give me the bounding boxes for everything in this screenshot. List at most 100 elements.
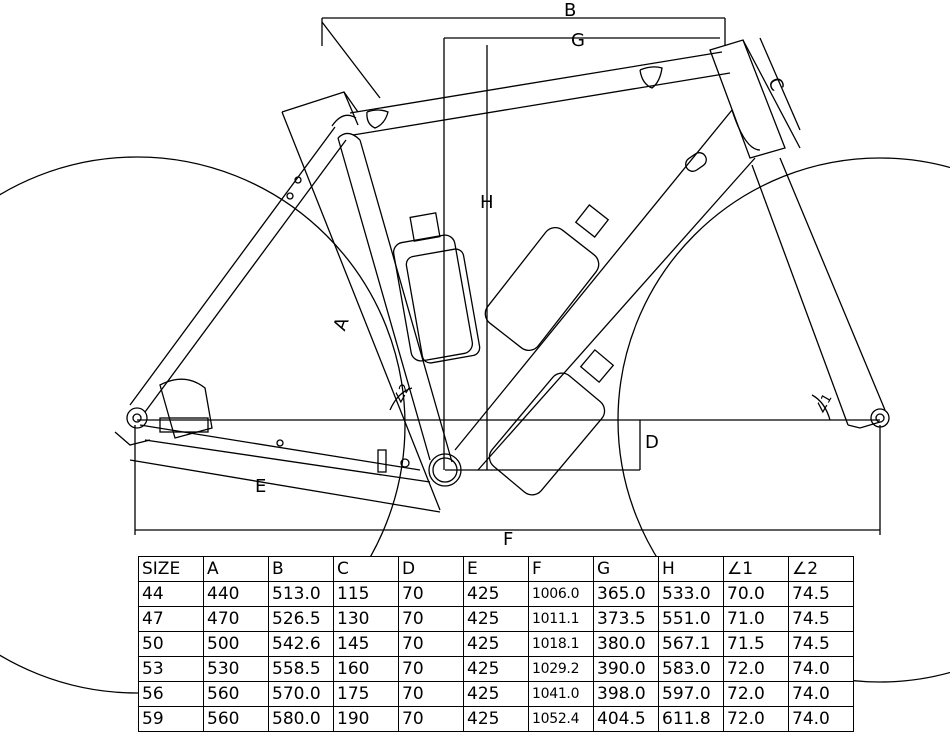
table-cell: 72.0 (723, 706, 789, 732)
table-cell: 71.5 (723, 631, 789, 657)
seat-tube (331, 114, 453, 463)
table-cell: 53 (138, 656, 204, 682)
table-cell: 560 (203, 681, 269, 707)
label-c: C (764, 75, 788, 94)
table-cell: 1029.2 (528, 656, 594, 682)
top-tube (349, 51, 731, 136)
label-f: F (503, 529, 513, 550)
label-b: B (564, 0, 576, 21)
table-cell: 1018.1 (528, 631, 594, 657)
header-cell: D (398, 556, 464, 582)
geometry-table: SIZE A B C D E F G H ∠1 ∠2 44 440 513.0 … (138, 556, 854, 732)
table-cell: 533.0 (658, 581, 724, 607)
table-cell: 365.0 (593, 581, 659, 607)
table-cell: 70 (398, 656, 464, 682)
table-cell: 74.0 (788, 681, 854, 707)
header-cell: ∠2 (788, 556, 854, 582)
table-row: 50 500 542.6 145 70 425 1018.1 380.0 567… (138, 631, 854, 657)
table-cell: 560 (203, 706, 269, 732)
rear-dropout (114, 378, 213, 446)
table-row: 56 560 570.0 175 70 425 1041.0 398.0 597… (138, 681, 854, 707)
table-cell: 70 (398, 581, 464, 607)
table-cell: 440 (203, 581, 269, 607)
label-d: D (645, 432, 659, 453)
header-cell: H (658, 556, 724, 582)
table-cell: 425 (463, 706, 529, 732)
table-cell: 398.0 (593, 681, 659, 707)
label-h: H (480, 192, 494, 213)
table-cell: 72.0 (723, 681, 789, 707)
table-cell: 1052.4 (528, 706, 594, 732)
table-row: 59 560 580.0 190 70 425 1052.4 404.5 611… (138, 706, 854, 732)
table-cell: 526.5 (268, 606, 334, 632)
table-cell: 470 (203, 606, 269, 632)
table-row: 53 530 558.5 160 70 425 1029.2 390.0 583… (138, 656, 854, 682)
header-cell: C (333, 556, 399, 582)
table-cell: 404.5 (593, 706, 659, 732)
table-cell: 380.0 (593, 631, 659, 657)
seat-tube-bottle (392, 212, 481, 364)
header-cell: B (268, 556, 334, 582)
down-tube-bottle-lower (488, 348, 615, 496)
table-cell: 47 (138, 606, 204, 632)
table-cell: 611.8 (658, 706, 724, 732)
table-cell: 558.5 (268, 656, 334, 682)
down-tube-bottle-upper (484, 204, 610, 351)
table-cell: 72.0 (723, 656, 789, 682)
table-row: 47 470 526.5 130 70 425 1011.1 373.5 551… (138, 606, 854, 632)
seat-stay (129, 126, 347, 413)
table-cell: 567.1 (658, 631, 724, 657)
table-cell: 70 (398, 706, 464, 732)
table-cell: 50 (138, 631, 204, 657)
table-cell: 74.5 (788, 606, 854, 632)
table-cell: 74.5 (788, 631, 854, 657)
table-cell: 583.0 (658, 656, 724, 682)
table-cell: 160 (333, 656, 399, 682)
head-tube (709, 39, 786, 159)
table-cell: 500 (203, 631, 269, 657)
table-cell: 74.5 (788, 581, 854, 607)
header-cell: G (593, 556, 659, 582)
table-cell: 70 (398, 606, 464, 632)
header-cell: F (528, 556, 594, 582)
table-cell: 1011.1 (528, 606, 594, 632)
header-cell: E (463, 556, 529, 582)
table-cell: 175 (333, 681, 399, 707)
table-cell: 44 (138, 581, 204, 607)
table-cell: 115 (333, 581, 399, 607)
table-cell: 71.0 (723, 606, 789, 632)
label-a: A (330, 314, 354, 333)
table-cell: 1006.0 (528, 581, 594, 607)
table-cell: 390.0 (593, 656, 659, 682)
header-cell: ∠1 (723, 556, 789, 582)
table-row: 44 440 513.0 115 70 425 1006.0 365.0 533… (138, 581, 854, 607)
table-cell: 425 (463, 631, 529, 657)
header-cell: SIZE (138, 556, 204, 582)
header-cell: A (203, 556, 269, 582)
table-cell: 70 (398, 681, 464, 707)
table-cell: 373.5 (593, 606, 659, 632)
table-cell: 425 (463, 656, 529, 682)
table-cell: 56 (138, 681, 204, 707)
table-cell: 580.0 (268, 706, 334, 732)
label-g: G (571, 30, 585, 51)
label-e: E (255, 476, 266, 497)
table-cell: 74.0 (788, 656, 854, 682)
table-cell: 425 (463, 606, 529, 632)
table-cell: 530 (203, 656, 269, 682)
table-header-row: SIZE A B C D E F G H ∠1 ∠2 (138, 556, 854, 582)
table-cell: 145 (333, 631, 399, 657)
table-cell: 59 (138, 706, 204, 732)
table-cell: 425 (463, 581, 529, 607)
table-cell: 74.0 (788, 706, 854, 732)
table-cell: 70.0 (723, 581, 789, 607)
table-cell: 130 (333, 606, 399, 632)
table-cell: 570.0 (268, 681, 334, 707)
table-cell: 597.0 (658, 681, 724, 707)
fork (751, 157, 890, 429)
table-cell: 425 (463, 681, 529, 707)
table-cell: 551.0 (658, 606, 724, 632)
label-angle1: ∠1 (813, 391, 836, 416)
table-cell: 70 (398, 631, 464, 657)
